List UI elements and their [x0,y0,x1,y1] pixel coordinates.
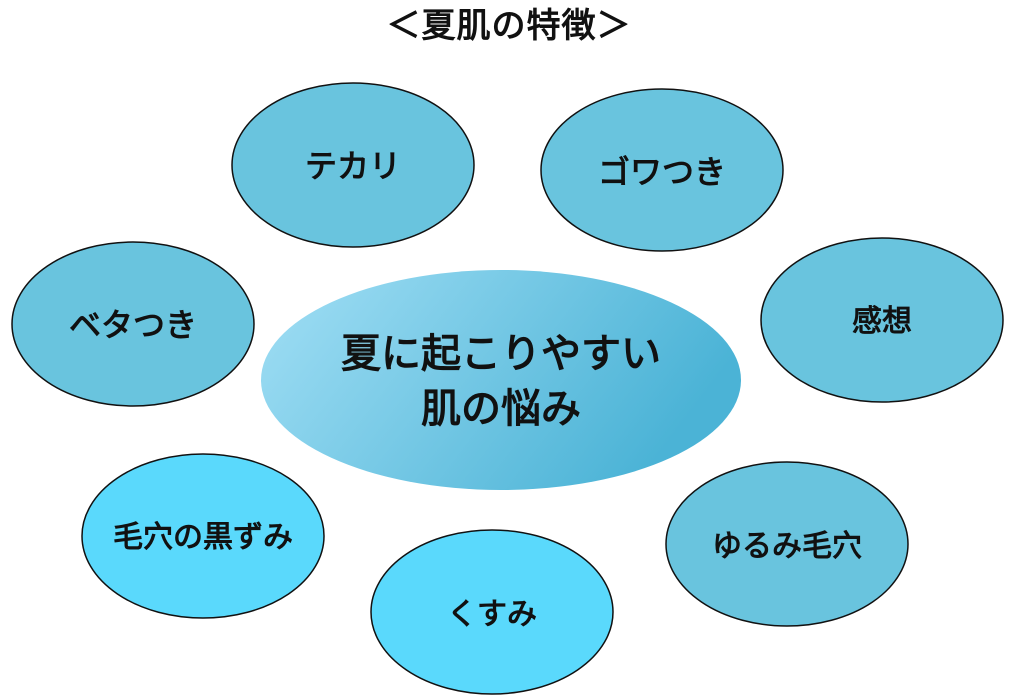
center-node: 夏に起こりやすい 肌の悩み [261,270,741,490]
satellite-node-betatsuki: ベタつき [11,241,255,407]
center-label-line-1: 夏に起こりやすい [341,331,661,377]
node-label-gowatsuki: ゴワつき [598,153,726,191]
node-label-yurumi-keana: ゆるみ毛穴 [712,529,862,564]
node-label-keana-kurozumi: 毛穴の黒ずみ [113,520,293,555]
node-label-tekari: テカリ [305,147,401,185]
satellite-node-yurumi-keana: ゆるみ毛穴 [665,461,909,627]
node-label-kansou: 感想 [852,304,912,339]
node-label-kusumi: くすみ [447,597,537,632]
satellite-node-gowatsuki: ゴワつき [540,88,784,252]
satellite-node-kansou: 感想 [760,237,1004,403]
satellite-node-tekari: テカリ [231,82,475,248]
node-label-betatsuki: ベタつき [69,306,197,344]
page-title: ＜夏肌の特徴＞ [386,6,632,46]
satellite-node-kusumi: くすみ [370,529,614,695]
satellite-node-keana-kurozumi: 毛穴の黒ずみ [81,453,325,619]
center-label-line-2: 肌の悩み [421,386,581,432]
